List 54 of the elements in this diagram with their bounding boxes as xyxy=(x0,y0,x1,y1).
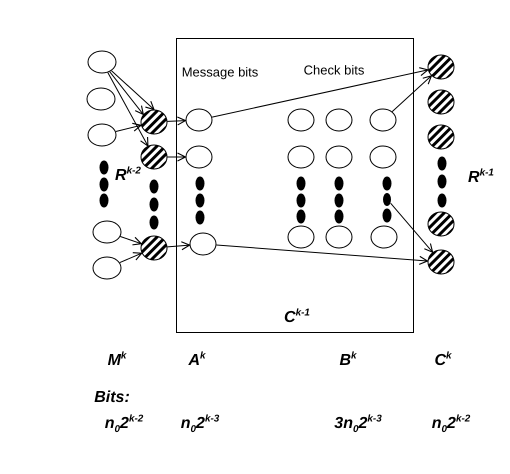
open-circle xyxy=(185,108,213,132)
open-circle xyxy=(369,145,397,169)
hatched-circle xyxy=(427,249,455,275)
arrow xyxy=(115,122,142,132)
frame-label: C$^{k-1}$ xyxy=(284,308,310,328)
arrow xyxy=(167,152,186,162)
open-circle xyxy=(92,220,122,244)
open-circle xyxy=(325,108,353,132)
arrow xyxy=(216,244,428,265)
arrow xyxy=(107,72,148,146)
arrow xyxy=(109,71,144,115)
hatched-circle xyxy=(427,211,455,237)
open-circle xyxy=(369,108,397,132)
arrow xyxy=(111,70,155,110)
hatched-circle xyxy=(427,54,455,80)
bit-count: n$_{0}$2$^{k-3}$ xyxy=(180,414,220,434)
arrow xyxy=(167,116,186,126)
open-circle xyxy=(92,256,122,280)
open-circle xyxy=(325,225,353,249)
group-frame xyxy=(176,38,414,333)
open-circle xyxy=(287,108,315,132)
column-label: C$^{k}$ xyxy=(434,352,452,370)
open-circle xyxy=(189,232,217,256)
arrow xyxy=(166,241,190,250)
open-circle xyxy=(325,145,353,169)
bit-count: 3n$_{0}$2$^{k-3}$ xyxy=(334,414,382,434)
arrow xyxy=(119,252,142,264)
arrow xyxy=(392,75,432,112)
column-heading: Check bits xyxy=(304,64,364,78)
hatched-circle xyxy=(427,124,455,150)
column-heading: Message bits xyxy=(182,66,258,80)
open-circle xyxy=(87,50,117,74)
open-circle xyxy=(287,145,315,169)
arrow xyxy=(390,202,434,253)
open-circle xyxy=(185,145,213,169)
set-label: R$^{k-2}$ xyxy=(115,166,141,186)
bit-count: n$_{0}$2$^{k-2}$ xyxy=(432,414,470,434)
column-label: M$^{k}$ xyxy=(108,352,126,370)
hatched-circle xyxy=(140,109,168,135)
set-label: R$^{k-1}$ xyxy=(468,168,494,188)
hatched-circle xyxy=(140,235,168,261)
open-circle xyxy=(86,87,116,111)
column-label: A$^{k}$ xyxy=(188,352,206,370)
ellipsis-dot xyxy=(382,192,392,206)
column-label: B$^{k}$ xyxy=(339,352,357,370)
open-circle xyxy=(370,225,398,249)
open-circle xyxy=(87,123,117,147)
open-circle xyxy=(287,225,315,249)
bit-count: n$_{0}$2$^{k-2}$ xyxy=(104,414,144,434)
hatched-circle xyxy=(427,89,455,115)
arrow xyxy=(120,236,142,246)
bits-heading: Bits: xyxy=(94,388,130,408)
arrow xyxy=(212,67,428,118)
hatched-circle xyxy=(140,144,168,170)
